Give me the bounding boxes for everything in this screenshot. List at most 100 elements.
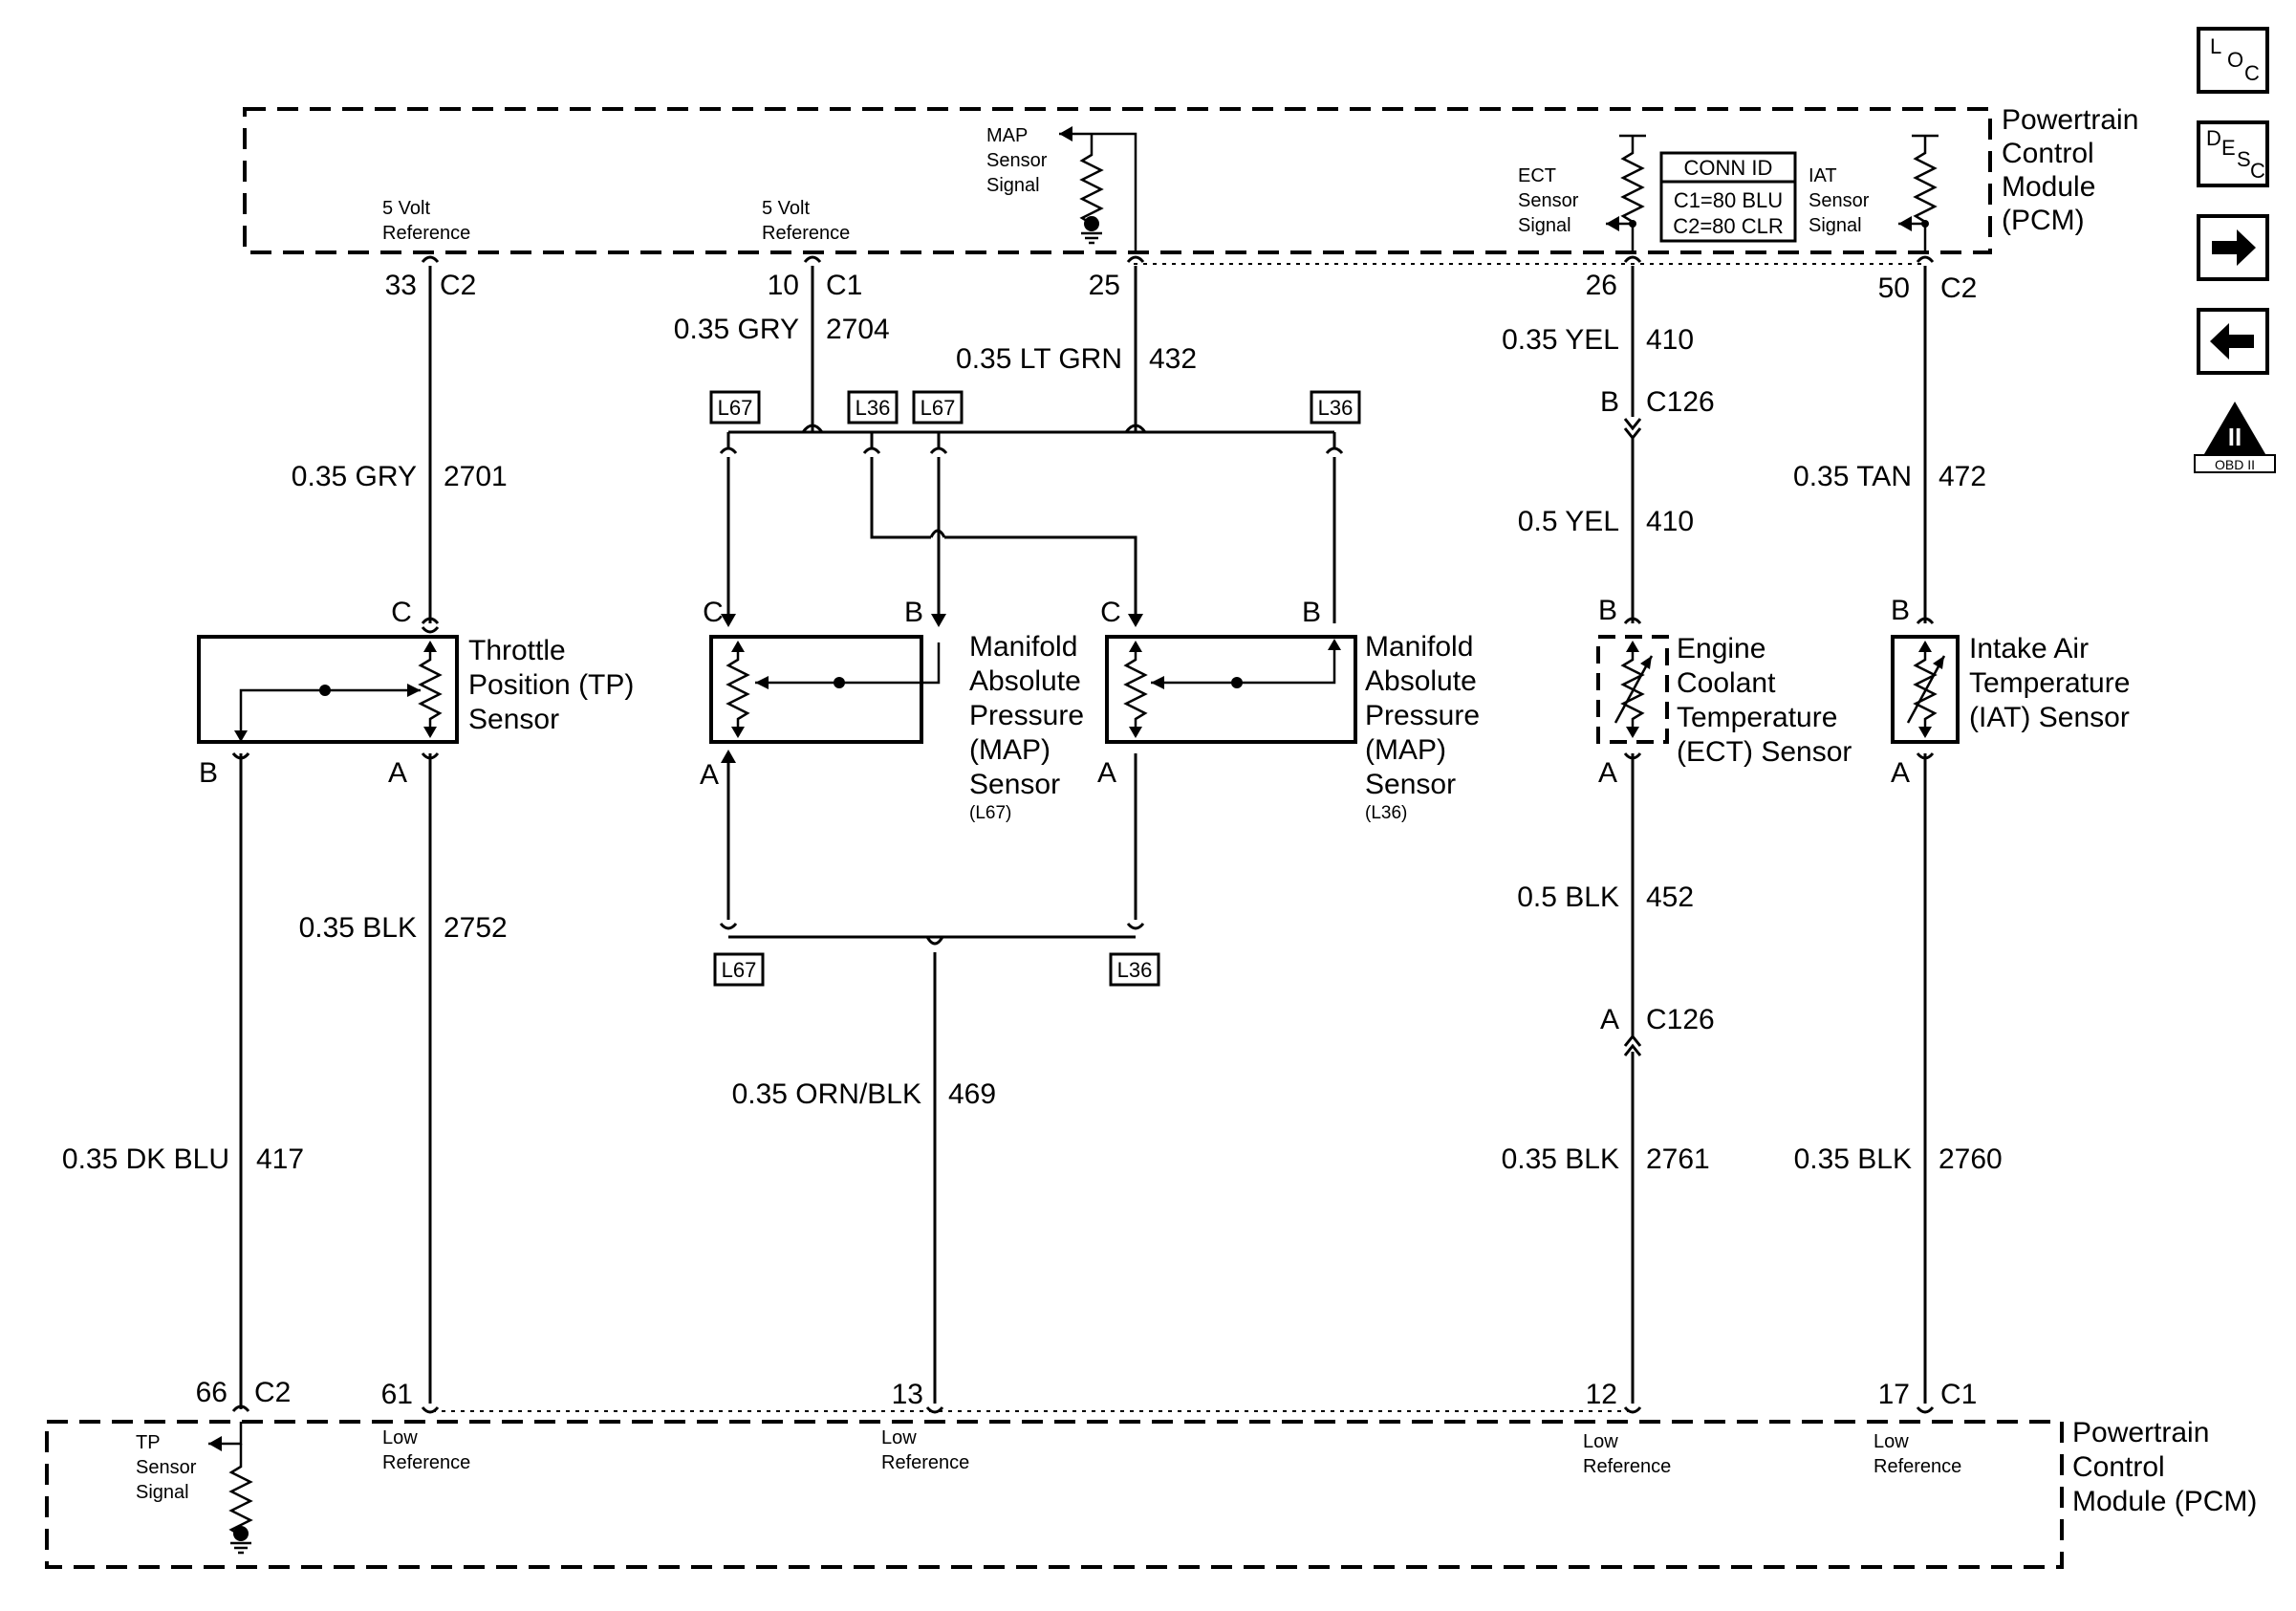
obd-ii-icon[interactable]: II OBD II — [2194, 402, 2276, 473]
svg-text:Pressure: Pressure — [969, 700, 1084, 731]
svg-text:61: 61 — [381, 1379, 413, 1410]
option-badges-top: L67 L36 L67 L36 — [709, 390, 1361, 425]
svg-text:S: S — [2237, 147, 2251, 171]
svg-text:(PCM): (PCM) — [2002, 205, 2085, 236]
svg-text:Coolant: Coolant — [1677, 667, 1776, 699]
svg-text:0.35 GRY: 0.35 GRY — [674, 314, 799, 345]
svg-text:C1: C1 — [1940, 1379, 1977, 1410]
svg-text:Sensor: Sensor — [468, 704, 559, 735]
svg-text:Signal: Signal — [136, 1482, 189, 1503]
svg-text:(MAP): (MAP) — [1365, 734, 1446, 766]
svg-text:410: 410 — [1646, 324, 1694, 356]
svg-text:A: A — [1891, 757, 1910, 789]
svg-text:C: C — [1100, 597, 1121, 628]
iat-sensor: B A Intake Air Temperature (IAT) Sensor — [1891, 595, 2130, 789]
tp-sensor: C B A Throttle Position (TP) Sensor — [197, 597, 634, 789]
tp-sensor-signal-label: TP — [136, 1432, 161, 1453]
svg-text:Sensor: Sensor — [1809, 190, 1870, 211]
loc-icon[interactable]: L O C — [2197, 27, 2269, 94]
svg-text:Module (PCM): Module (PCM) — [2072, 1486, 2257, 1517]
svg-text:B: B — [904, 597, 923, 628]
ect-sensor-label: Engine — [1677, 633, 1765, 664]
iat-sensor-label: Intake Air — [1969, 633, 2089, 664]
svg-text:Pressure: Pressure — [1365, 700, 1480, 731]
map-sensor-signal-label: MAP — [986, 125, 1028, 146]
svg-text:Signal: Signal — [1518, 215, 1571, 236]
svg-text:Signal: Signal — [1809, 215, 1862, 236]
option-l36-badge: L36 — [856, 396, 891, 420]
svg-text:B: B — [199, 757, 218, 789]
svg-text:Reference: Reference — [382, 223, 470, 244]
option-l67-badge: L67 — [718, 396, 753, 420]
svg-text:C: C — [703, 597, 724, 628]
svg-text:C1=80 BLU: C1=80 BLU — [1674, 188, 1783, 212]
svg-text:(L67): (L67) — [969, 803, 1011, 823]
svg-text:B: B — [1598, 595, 1617, 626]
svg-text:II: II — [2228, 423, 2242, 451]
wire-2760: 0.35 BLK 2760 — [1794, 752, 2003, 1414]
svg-text:Signal: Signal — [986, 175, 1040, 196]
svg-text:469: 469 — [948, 1078, 996, 1110]
map-sensor-l67-label: Manifold — [969, 631, 1077, 663]
ect-sensor: B A Engine Coolant Temperature (ECT) Sen… — [1596, 595, 1852, 789]
desc-icon[interactable]: D E S C — [2197, 120, 2269, 187]
svg-text:OBD II: OBD II — [2215, 457, 2255, 472]
svg-text:C2: C2 — [254, 1377, 291, 1408]
iat-sensor-signal-label: IAT — [1809, 165, 1837, 186]
svg-text:Control: Control — [2072, 1451, 2165, 1483]
previous-page-icon[interactable] — [2197, 308, 2269, 375]
nav-icons: L O C D E S C II OBD II — [2194, 27, 2276, 473]
svg-text:Sensor: Sensor — [136, 1457, 197, 1478]
svg-text:(ECT) Sensor: (ECT) Sensor — [1677, 736, 1852, 768]
tp-sensor-label: Throttle — [468, 635, 566, 666]
svg-text:Module: Module — [2002, 171, 2095, 203]
map-sensor-l36: C B A Manifold Absolute Pressure (MAP) S… — [1097, 597, 1480, 823]
svg-text:410: 410 — [1646, 506, 1694, 537]
connector-c126-label: C126 — [1646, 386, 1715, 418]
svg-text:E: E — [2221, 136, 2236, 160]
svg-text:B: B — [1600, 386, 1619, 418]
wire-417: 0.35 DK BLU 417 — [62, 752, 304, 1412]
svg-text:Absolute: Absolute — [1365, 665, 1477, 697]
svg-text:452: 452 — [1646, 882, 1694, 913]
svg-text:2752: 2752 — [444, 912, 508, 944]
svg-text:L: L — [2210, 34, 2221, 58]
wire-432: 0.35 LT GRN 432 — [927, 255, 1334, 434]
wire-469: 0.35 ORN/BLK 469 — [719, 750, 1145, 1414]
svg-text:O: O — [2227, 48, 2243, 72]
svg-text:A: A — [388, 757, 407, 789]
svg-text:C: C — [2244, 61, 2260, 85]
svg-text:50: 50 — [1878, 272, 1910, 304]
five-volt-ref-label-tp: 5 Volt — [382, 198, 430, 219]
wire-410: 0.35 YEL 410 B C126 0.5 YEL 410 — [1502, 255, 1715, 623]
svg-text:A: A — [1600, 1004, 1619, 1035]
svg-text:2760: 2760 — [1939, 1143, 2003, 1175]
svg-text:C2: C2 — [1940, 272, 1977, 304]
svg-text:CONN ID: CONN ID — [1684, 156, 1773, 180]
pcm-pin-labels: 33 C2 10 C1 25 26 50 C2 66 C2 61 13 12 1… — [196, 270, 1978, 1410]
svg-text:Reference: Reference — [1583, 1456, 1671, 1477]
svg-text:A: A — [1097, 757, 1116, 789]
svg-text:Sensor: Sensor — [969, 769, 1060, 800]
svg-text:Position (TP): Position (TP) — [468, 669, 634, 701]
svg-text:Reference: Reference — [1874, 1456, 1961, 1477]
iat-signal-pullup-resistor — [1898, 134, 1939, 252]
svg-text:17: 17 — [1878, 1379, 1910, 1410]
conn-id-box: CONN ID C1=80 BLU C2=80 CLR — [1659, 151, 1797, 243]
svg-text:0.35 ORN/BLK: 0.35 ORN/BLK — [732, 1078, 921, 1110]
svg-text:Control: Control — [2002, 138, 2094, 169]
pcm-top-module: Powertrain Control Module (PCM) — [243, 104, 2138, 254]
svg-text:12: 12 — [1586, 1379, 1617, 1410]
svg-text:25: 25 — [1089, 270, 1120, 301]
svg-text:0.35 YEL: 0.35 YEL — [1502, 324, 1619, 356]
svg-text:Sensor: Sensor — [986, 150, 1048, 171]
svg-text:2704: 2704 — [826, 314, 890, 345]
map-sensor-l36-label: Manifold — [1365, 631, 1473, 663]
ect-sensor-signal-label: ECT — [1518, 165, 1556, 186]
next-page-icon[interactable] — [2197, 214, 2269, 281]
svg-text:B: B — [1891, 595, 1910, 626]
low-ref-label-tp: Low — [382, 1427, 418, 1448]
svg-text:0.35 DK BLU: 0.35 DK BLU — [62, 1143, 229, 1175]
svg-text:C: C — [2250, 159, 2265, 183]
